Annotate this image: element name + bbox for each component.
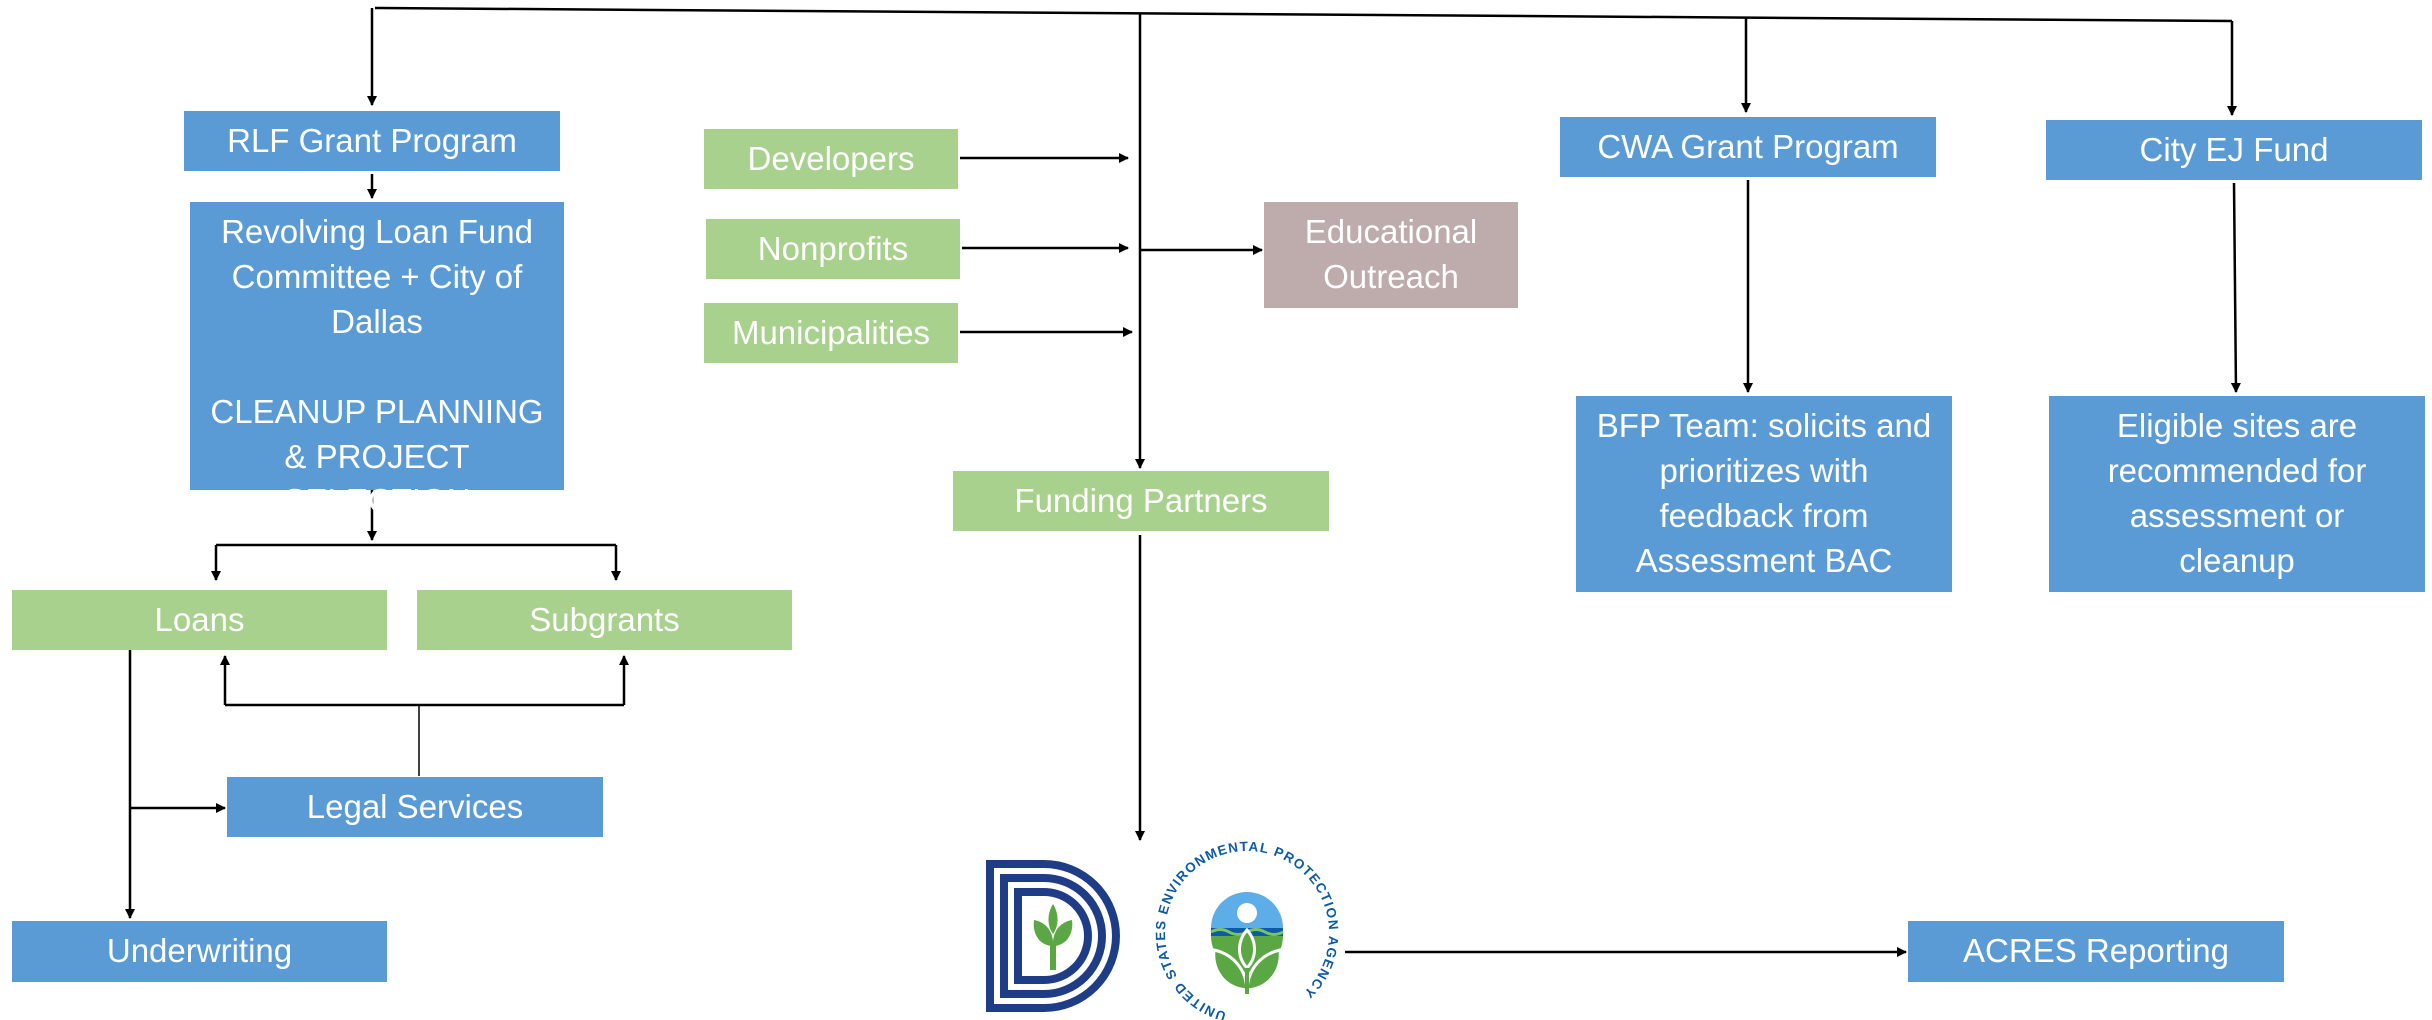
funding-partners-node: Funding Partners [953,471,1329,531]
node-line: assessment or [2129,496,2345,534]
node-line: Revolving Loan Fund [221,213,533,250]
loans-node: Loans [12,590,387,650]
city-ej-fund-node: City EJ Fund [2046,120,2422,180]
developers-node: Developers [704,129,958,189]
nonprofits-node: Nonprofits [706,219,960,279]
top-bus-line [374,6,2233,23]
node-line: cleanup [2179,541,2295,579]
node-line: Committee + City of [231,257,523,295]
legal-services-node: Legal Services [227,777,603,837]
node-line: Assessment BAC [1635,541,1893,579]
node-line: Dallas [331,302,423,340]
bfp-team-node: BFP Team: solicits and prioritizes with … [1576,396,1952,592]
arrow-ej-to-eligible [2230,182,2241,393]
node-line: Outreach [1323,257,1459,295]
node-line: CLEANUP PLANNING [210,392,544,430]
node-line: recommended for [2107,451,2367,489]
eligible-sites-node: Eligible sites are recommended for asses… [2049,396,2425,592]
subgrants-node: Subgrants [417,590,792,650]
educational-outreach-node: Educational Outreach [1264,202,1518,308]
rlf-grant-program-node: RLF Grant Program [184,111,560,171]
node-line: Eligible sites are [2116,407,2358,444]
node-line: Educational [1304,213,1478,250]
underwriting-node: Underwriting [12,921,387,982]
cwa-grant-program-node: CWA Grant Program [1560,117,1936,177]
dallas-d-logo-icon [986,860,1120,1012]
rlf-committee-node: Revolving Loan Fund Committee + City of … [190,202,564,519]
node-line: BFP Team: solicits and [1596,407,1932,444]
node-line: & PROJECT SELECTION [283,437,471,520]
municipalities-node: Municipalities [704,303,958,363]
node-line: prioritizes with [1659,451,1869,489]
node-line: feedback from [1659,496,1869,534]
acres-reporting-node: ACRES Reporting [1908,921,2284,982]
node-line [204,345,550,390]
epa-seal-logo-icon: UNITED STATES ENVIRONMENTAL PROTECTION A… [1153,840,1340,1020]
